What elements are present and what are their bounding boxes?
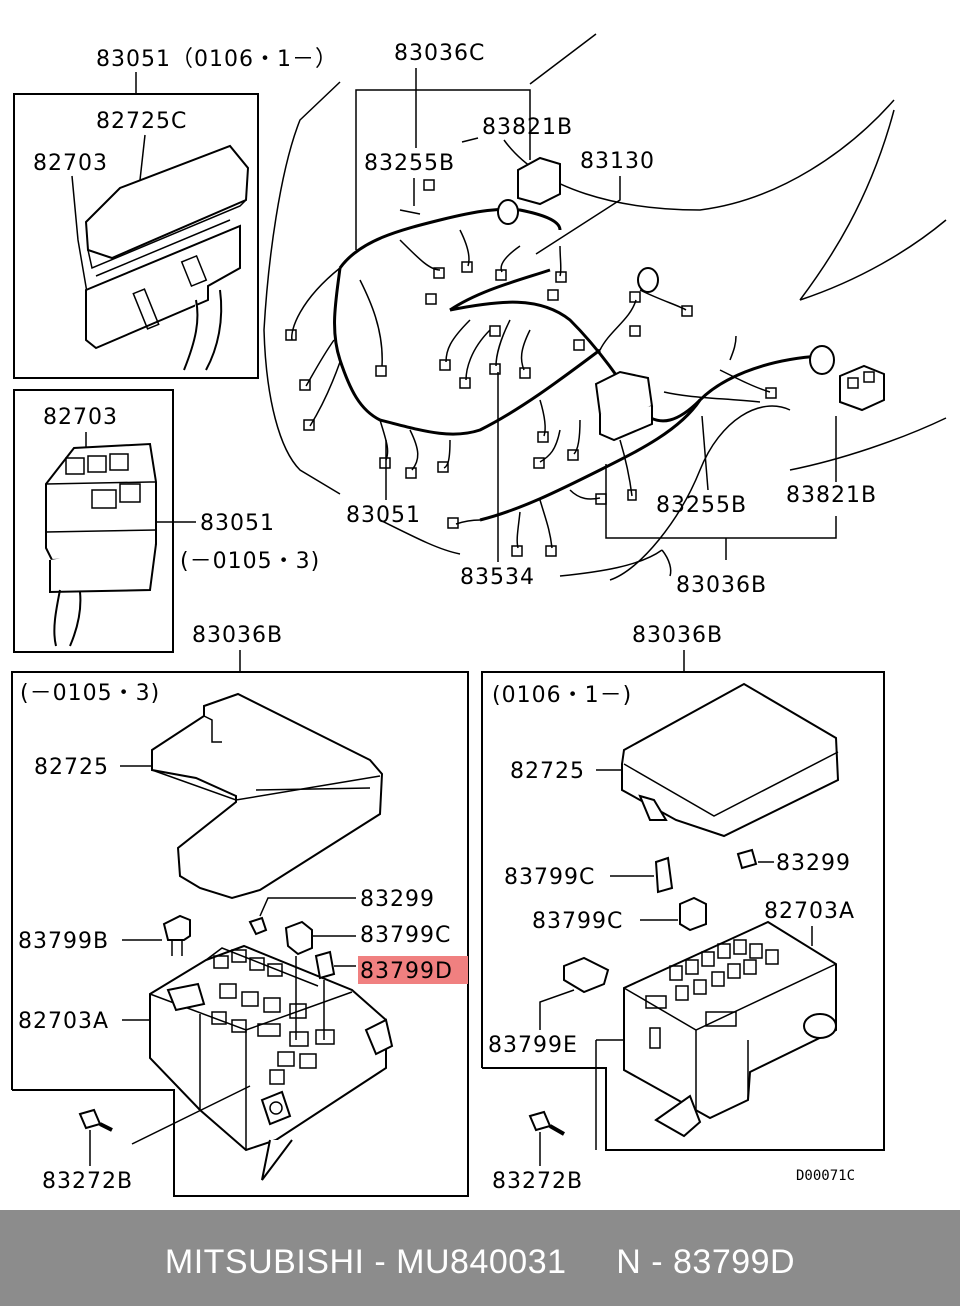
detail-box-bottom-right: 83036B (0106・1－) 82725 83299 83799C 8379…: [481, 623, 885, 1194]
label-83255B-top: 83255B: [364, 151, 455, 176]
label-82703A-right: 82703A: [764, 899, 855, 924]
label-0105-left: (－0105・3): [20, 681, 160, 706]
label-83036B-left: 83036B: [192, 623, 283, 648]
label-83799B: 83799B: [18, 929, 109, 954]
detail-box-top-left: 83051（0106・1－） 82725C 82703: [13, 47, 338, 379]
label-82703-mid: 82703: [43, 405, 118, 430]
label-83799E: 83799E: [488, 1033, 578, 1058]
diagram-code: D00071C: [796, 1168, 855, 1184]
label-82703-top: 82703: [33, 151, 108, 176]
label-83272B-right: 83272B: [492, 1169, 583, 1194]
label-83051-top: 83051（0106・1－）: [96, 47, 338, 72]
label-83821B-bot: 83821B: [786, 483, 877, 508]
label-82703A-left: 82703A: [18, 1009, 109, 1034]
label-82725-right: 82725: [510, 759, 585, 784]
detail-box-bottom-left: 83036B (－0105・3) 82725: [11, 623, 469, 1197]
label-83272B-left: 83272B: [42, 1169, 133, 1194]
footer-part-number: MITSUBISHI - MU840031 N - 83799D: [164, 1243, 796, 1281]
label-83051-harness: 83051: [346, 503, 421, 528]
detail-box-mid-left: 82703 83051 (－0105・3): [13, 389, 320, 653]
label-83534: 83534: [460, 565, 535, 590]
footer-bar: [0, 1210, 960, 1306]
harness-overview: 83036C 83821B 83255B 83130 83051 83255B …: [263, 33, 947, 598]
label-83799C-right2: 83799C: [532, 909, 623, 934]
label-83130: 83130: [580, 149, 655, 174]
label-82725C: 82725C: [96, 109, 187, 134]
highlight-83799D: [358, 956, 468, 984]
label-83799C-right1: 83799C: [504, 865, 595, 890]
label-83821B-top: 83821B: [482, 115, 573, 140]
label-83036C: 83036C: [394, 41, 485, 66]
label-83799D: 83799D: [360, 959, 453, 984]
label-0106-right: (0106・1－): [492, 683, 632, 708]
label-83051-mid: 83051: [200, 511, 275, 536]
label-0105-mid: (－0105・3): [180, 549, 320, 574]
label-83299-left: 83299: [360, 887, 435, 912]
label-83255B-bot: 83255B: [656, 493, 747, 518]
label-83036B-right: 83036B: [632, 623, 723, 648]
label-83036B-harness: 83036B: [676, 573, 767, 598]
label-83799C-left: 83799C: [360, 923, 451, 948]
label-82725-left: 82725: [34, 755, 109, 780]
label-83299-right: 83299: [776, 851, 851, 876]
parts-diagram: 83051（0106・1－） 82725C 82703 82703 83051: [11, 33, 947, 1197]
